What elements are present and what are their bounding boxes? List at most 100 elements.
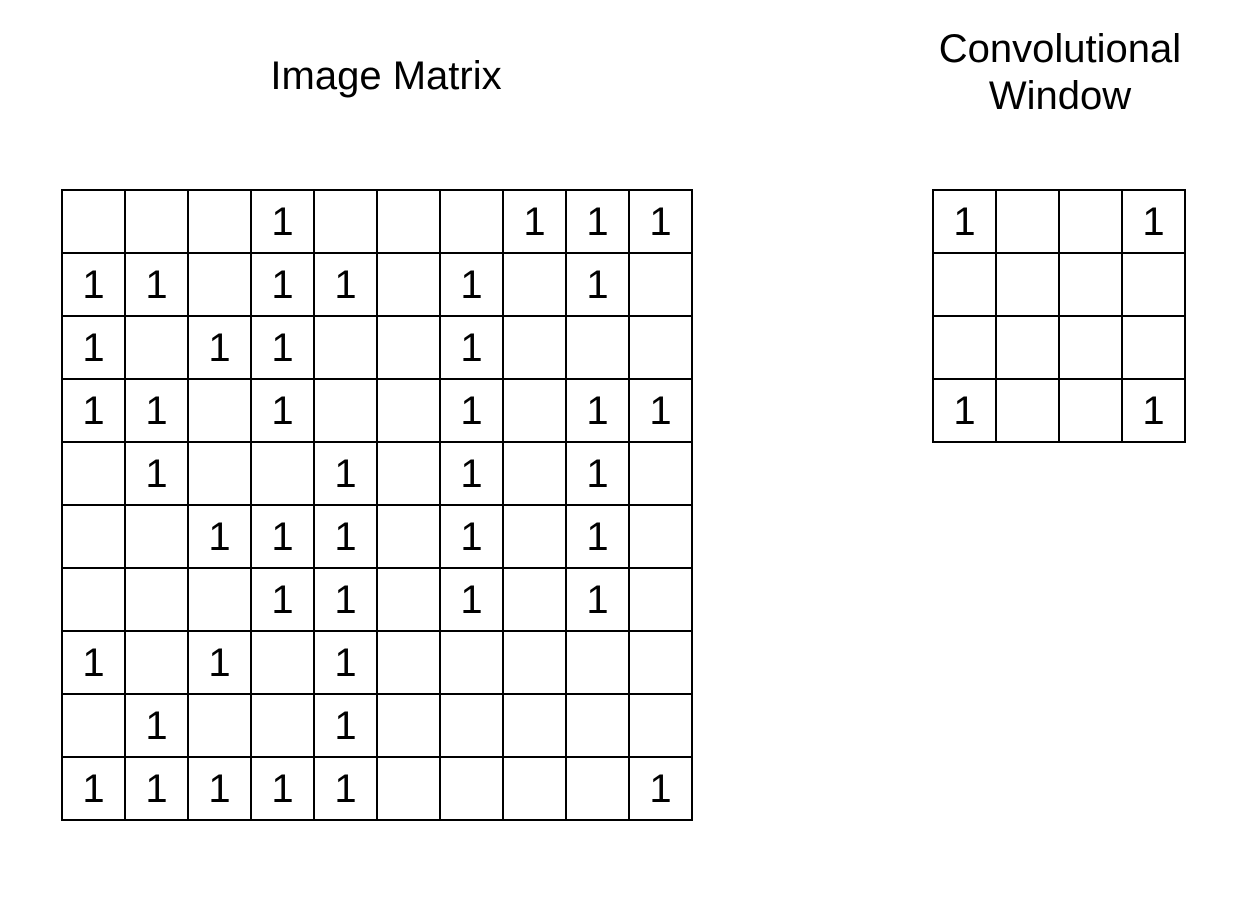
grid-cell: 1 (187, 504, 252, 569)
grid-cell: 1 (250, 378, 315, 443)
grid-cell (124, 630, 189, 695)
grid-cell: 1 (61, 378, 126, 443)
grid-cell: 1 (124, 378, 189, 443)
grid-cell: 1 (439, 315, 504, 380)
grid-cell: 1 (932, 378, 997, 443)
grid-cell: 1 (313, 252, 378, 317)
grid-cell (187, 441, 252, 506)
grid-cell (439, 189, 504, 254)
grid-cell (187, 378, 252, 443)
grid-cell (628, 630, 693, 695)
grid-cell: 1 (502, 189, 567, 254)
grid-cell (61, 441, 126, 506)
grid-cell (995, 252, 1060, 317)
grid-cell (187, 252, 252, 317)
grid-cell: 1 (124, 756, 189, 821)
grid-cell: 1 (628, 378, 693, 443)
grid-cell (1058, 315, 1123, 380)
grid-cell: 1 (250, 567, 315, 632)
grid-cell: 1 (565, 252, 630, 317)
grid-cell: 1 (61, 756, 126, 821)
grid-cell (376, 378, 441, 443)
grid-cell (502, 630, 567, 695)
grid-cell (628, 252, 693, 317)
grid-cell: 1 (250, 504, 315, 569)
grid-cell: 1 (932, 189, 997, 254)
grid-cell (376, 504, 441, 569)
grid-cell (313, 378, 378, 443)
grid-cell (565, 315, 630, 380)
grid-cell (376, 693, 441, 758)
grid-cell: 1 (250, 189, 315, 254)
grid-cell: 1 (313, 567, 378, 632)
grid-cell: 1 (439, 441, 504, 506)
grid-cell (313, 189, 378, 254)
grid-cell (187, 567, 252, 632)
grid-cell (61, 504, 126, 569)
grid-cell: 1 (187, 630, 252, 695)
grid-cell (932, 252, 997, 317)
grid-cell: 1 (124, 441, 189, 506)
grid-cell (502, 693, 567, 758)
image-matrix-title: Image Matrix (270, 54, 502, 98)
grid-cell (376, 315, 441, 380)
grid-cell (250, 441, 315, 506)
grid-cell: 1 (124, 693, 189, 758)
grid-cell (376, 441, 441, 506)
grid-cell (1121, 315, 1186, 380)
grid-cell: 1 (61, 630, 126, 695)
grid-cell (313, 315, 378, 380)
grid-cell (439, 630, 504, 695)
grid-cell: 1 (250, 252, 315, 317)
grid-cell: 1 (439, 504, 504, 569)
grid-cell (376, 567, 441, 632)
grid-cell: 1 (313, 504, 378, 569)
grid-cell: 1 (1121, 378, 1186, 443)
grid-cell (1058, 189, 1123, 254)
grid-cell: 1 (61, 315, 126, 380)
grid-cell (187, 189, 252, 254)
grid-cell (628, 315, 693, 380)
grid-cell: 1 (439, 252, 504, 317)
grid-cell: 1 (439, 567, 504, 632)
grid-cell: 1 (313, 756, 378, 821)
grid-cell (376, 189, 441, 254)
grid-cell (628, 504, 693, 569)
convolutional-window-title: Convolutional Window (900, 26, 1220, 120)
grid-cell (250, 693, 315, 758)
grid-cell (376, 756, 441, 821)
grid-cell: 1 (250, 756, 315, 821)
grid-cell (61, 189, 126, 254)
grid-cell: 1 (565, 189, 630, 254)
grid-cell (1121, 252, 1186, 317)
grid-cell (502, 756, 567, 821)
convolutional-window-title-line-1: Convolutional (938, 27, 1182, 71)
grid-cell (932, 315, 997, 380)
grid-cell: 1 (565, 504, 630, 569)
grid-cell (502, 378, 567, 443)
grid-row (932, 252, 1186, 317)
grid-cell (502, 441, 567, 506)
grid-row (932, 315, 1186, 380)
grid-cell (61, 567, 126, 632)
grid-cell (124, 315, 189, 380)
grid-cell (565, 756, 630, 821)
grid-cell (61, 693, 126, 758)
grid-cell: 1 (187, 756, 252, 821)
grid-cell: 1 (313, 441, 378, 506)
grid-cell (376, 252, 441, 317)
grid-cell (628, 441, 693, 506)
grid-cell (565, 693, 630, 758)
grid-cell (187, 693, 252, 758)
grid-cell (439, 693, 504, 758)
